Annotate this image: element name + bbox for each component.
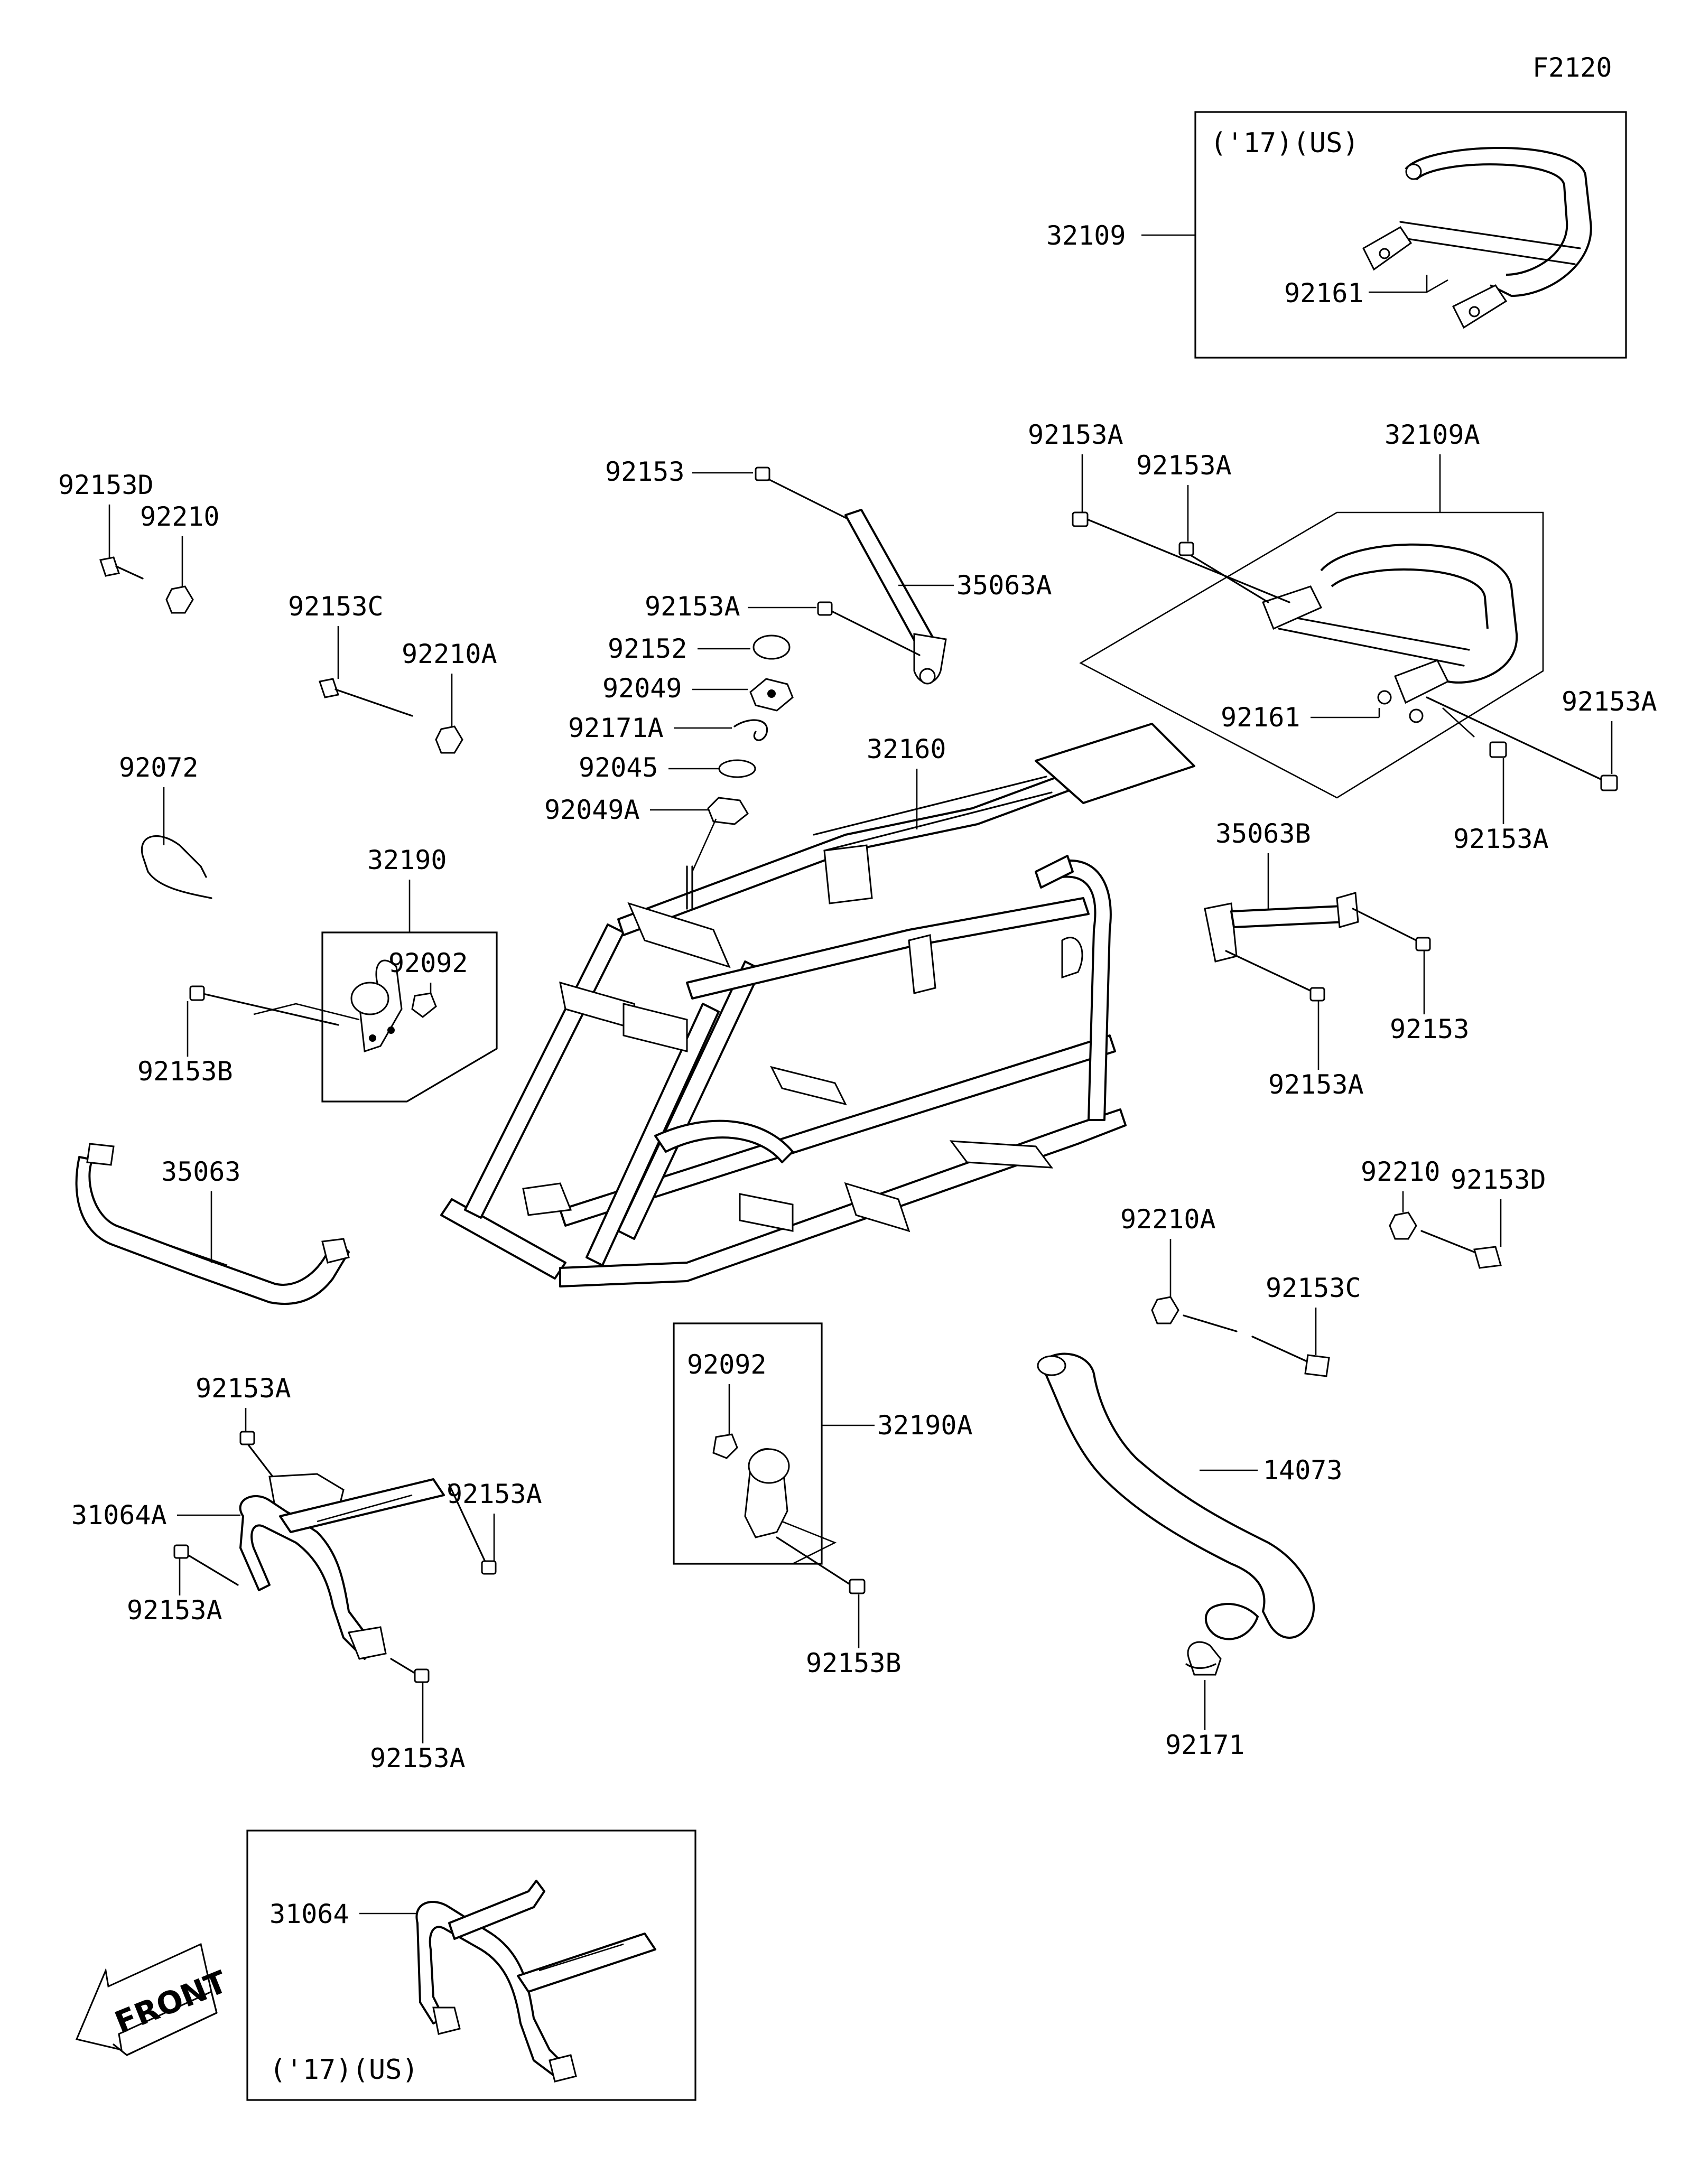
rear-rack-32109A-assembly: 32109A — [1072, 419, 1618, 799]
clamp-band-92072 — [141, 835, 212, 899]
rack-bracket-outline — [1079, 511, 1544, 799]
front-bar-35063 — [75, 1143, 350, 1305]
label-92049A: 92049A — [544, 795, 640, 825]
label-35063A: 35063A — [956, 570, 1052, 601]
label-92152: 92152 — [608, 633, 687, 664]
bolt-92153C-left — [319, 678, 463, 754]
label-92092-2: 92092 — [687, 1349, 767, 1380]
label-92153B-2: 92153B — [806, 1648, 902, 1678]
bolt-92153C-right — [1151, 1296, 1330, 1377]
label-92153A-9: 92153A — [127, 1595, 222, 1626]
label-14073: 14073 — [1263, 1455, 1343, 1486]
label-92153D-1: 92153D — [58, 470, 154, 500]
label-32109A: 32109A — [1385, 419, 1480, 450]
label-35063: 35063 — [161, 1156, 241, 1187]
label-92153B-1: 92153B — [137, 1056, 233, 1087]
label-92153-2: 92153 — [1390, 1014, 1470, 1044]
label-92045: 92045 — [579, 752, 658, 783]
bolt-92153D-right — [1389, 1211, 1502, 1269]
small-fasteners-stack — [707, 634, 794, 825]
label-92072: 92072 — [119, 752, 199, 783]
label-92153A-2: 92153A — [1136, 450, 1232, 481]
bracket-31064A — [173, 1431, 497, 1683]
clamp-92171 — [1185, 1641, 1222, 1676]
label-92171: 92171 — [1165, 1730, 1245, 1760]
label-92153C-2: 92153C — [1266, 1273, 1361, 1303]
inset-note-top: ('17)(US) — [1210, 127, 1359, 159]
label-31064A: 31064A — [71, 1500, 167, 1530]
exhaust-pipe-14073 — [1037, 1352, 1315, 1640]
strut-35063B — [1204, 892, 1431, 1002]
label-92210-1: 92210 — [140, 501, 220, 532]
label-92153C-1: 92153C — [288, 591, 384, 622]
main-frame-32160 — [440, 723, 1195, 1287]
label-32190A: 32190A — [877, 1410, 973, 1441]
label-92153A-7: 92153A — [196, 1373, 291, 1404]
label-92153: 92153 — [605, 456, 685, 487]
bolt-92153D-left — [99, 556, 194, 614]
rear-rack-32109-drawing — [1362, 147, 1592, 329]
label-32190: 32190 — [367, 845, 447, 875]
label-92153D-2: 92153D — [1451, 1164, 1546, 1195]
label-31064: 31064 — [270, 1899, 349, 1929]
label-32109: 32109 — [1046, 220, 1126, 251]
label-92161-top: 92161 — [1284, 278, 1364, 309]
label-92049: 92049 — [602, 673, 682, 704]
label-92210-2: 92210 — [1361, 1156, 1441, 1187]
inset-top-right: ('17)(US) 32109 92161 — [1046, 111, 1627, 359]
inset-frame-bottom — [246, 1830, 696, 2101]
label-92153A-8: 92153A — [447, 1479, 542, 1509]
label-92153A-6: 92153A — [1268, 1069, 1364, 1100]
label-92161-mid: 92161 — [1221, 702, 1300, 733]
label-92210A-1: 92210A — [402, 639, 497, 669]
label-92171A: 92171A — [568, 713, 664, 743]
strut-35063A-group — [755, 466, 947, 685]
front-direction-marker: FRONT — [75, 1943, 232, 2056]
bracket-31064-drawing — [415, 1880, 656, 2083]
engine-mount-32190A — [673, 1322, 866, 1594]
engine-mount-32190 — [189, 931, 498, 1103]
label-92153A-1: 92153A — [1028, 419, 1123, 450]
label-92092-1: 92092 — [388, 948, 468, 978]
label-92153A-5: 92153A — [645, 591, 740, 622]
label-32160: 32160 — [867, 734, 946, 764]
label-35063B: 35063B — [1215, 818, 1311, 849]
figure-code: F2120 — [1532, 52, 1612, 83]
label-92153A-3: 92153A — [1562, 686, 1657, 717]
label-92153A-4: 92153A — [1453, 824, 1549, 854]
label-92210A-2: 92210A — [1120, 1204, 1216, 1235]
inset-note-bottom: ('17)(US) — [270, 2054, 419, 2086]
label-92153A-10: 92153A — [370, 1743, 466, 1774]
inset-bottom-left: ('17)(US) — [246, 1830, 696, 2101]
